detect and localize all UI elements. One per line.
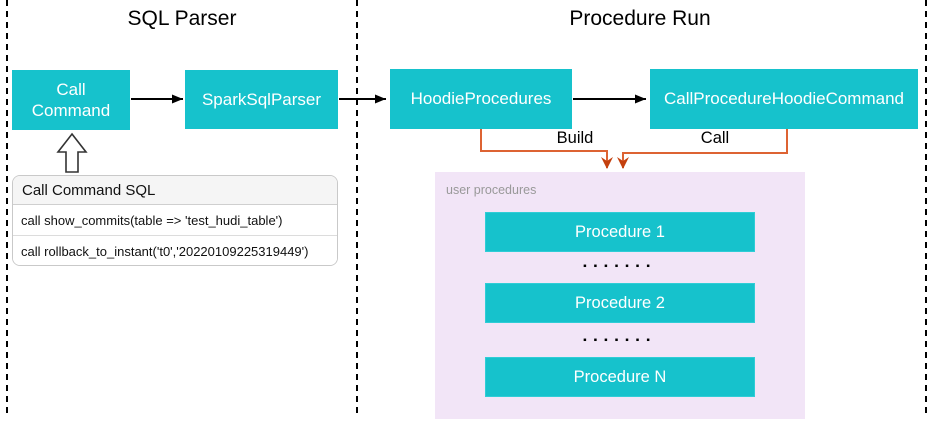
section-border-middle xyxy=(356,0,358,416)
edge-label-build: Build xyxy=(556,129,594,147)
section-border-right xyxy=(925,0,927,416)
sql-example-row: call show_commits(table => 'test_hudi_ta… xyxy=(13,205,337,235)
node-procedure-n-label: Procedure N xyxy=(573,367,667,386)
section-title-sql-parser: SQL Parser xyxy=(127,7,237,30)
sql-example-row: call rollback_to_instant('t0','202201092… xyxy=(13,235,337,265)
call-command-sql-box: Call Command SQL call show_commits(table… xyxy=(12,175,338,266)
node-hoodieprocedures: HoodieProcedures xyxy=(390,69,572,129)
sql-box-header: Call Command SQL xyxy=(13,176,337,205)
node-hoodieprocedures-label: HoodieProcedures xyxy=(410,89,552,109)
edge-label-call: Call xyxy=(700,129,730,147)
node-procedure-n: Procedure N xyxy=(485,357,755,397)
section-border-left xyxy=(6,0,8,416)
node-callprocedurehoodiecommand-label: CallProcedureHoodieCommand xyxy=(663,89,904,109)
section-title-procedure-run: Procedure Run xyxy=(569,7,711,30)
node-sparksqlparser-label: SparkSqlParser xyxy=(201,89,322,109)
ellipsis-dots: ▪▪▪▪▪▪▪ xyxy=(583,335,657,346)
node-procedure-1: Procedure 1 xyxy=(485,212,755,252)
user-procedures-panel: user procedures Procedure 1 ▪▪▪▪▪▪▪ Proc… xyxy=(435,172,805,419)
node-sparksqlparser: SparkSqlParser xyxy=(185,70,338,129)
node-call-command-label: Call Command xyxy=(31,79,111,120)
node-procedure-2: Procedure 2 xyxy=(485,283,755,323)
up-block-arrow-icon xyxy=(56,132,88,173)
node-call-command: Call Command xyxy=(12,70,130,130)
node-callprocedurehoodiecommand: CallProcedureHoodieCommand xyxy=(650,69,918,129)
node-procedure-1-label: Procedure 1 xyxy=(575,222,665,241)
ellipsis-dots: ▪▪▪▪▪▪▪ xyxy=(583,261,657,272)
user-procedures-label: user procedures xyxy=(446,183,537,197)
node-procedure-2-label: Procedure 2 xyxy=(575,293,665,312)
